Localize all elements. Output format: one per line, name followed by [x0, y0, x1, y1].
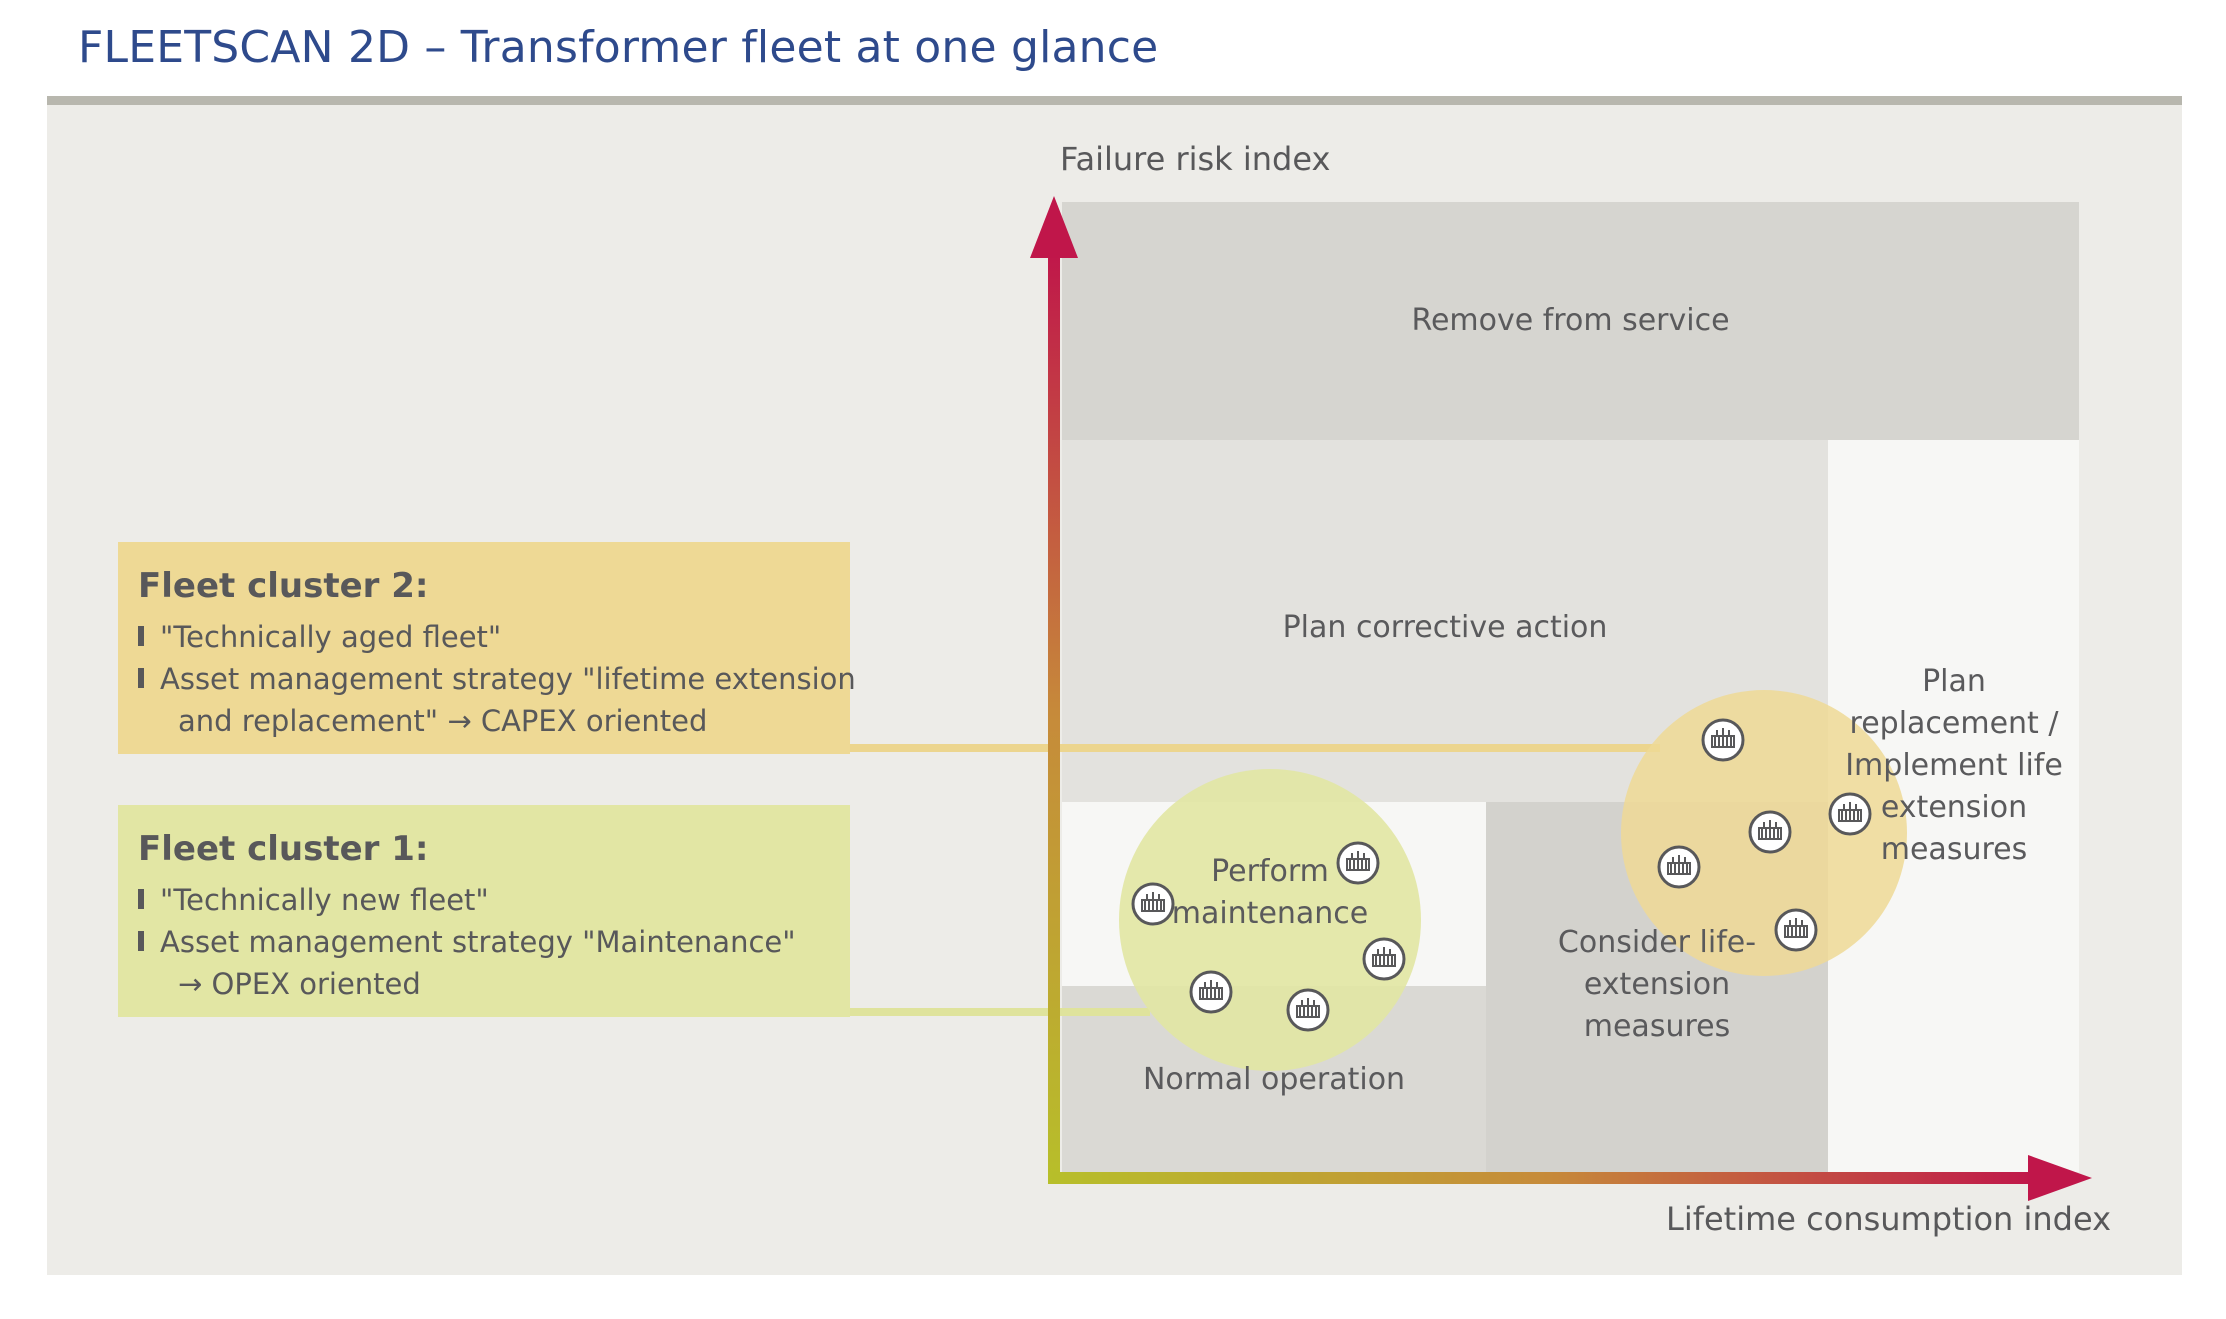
transformer-icon	[1362, 937, 1406, 981]
page-title: FLEETSCAN 2D – Transformer fleet at one …	[78, 22, 1159, 73]
label-life-extension: Consider life-extension measures	[1557, 925, 1757, 1044]
fleet-cluster-2-box: Fleet cluster 2: "Technically aged fleet…	[118, 542, 856, 754]
bullet-marker	[138, 931, 144, 951]
transformer-icon	[1131, 882, 1175, 926]
bullet-marker	[138, 889, 144, 909]
fleet-cluster-2-bullet: Asset management strategy "lifetime exte…	[138, 658, 856, 700]
fleet-cluster-2-title: Fleet cluster 2:	[138, 566, 429, 606]
transformer-icon	[1748, 810, 1792, 854]
bullet-marker	[138, 668, 144, 688]
fleet-cluster-1-bullet: Asset management strategy "Maintenance"	[138, 921, 830, 963]
transformer-icon	[1286, 988, 1330, 1032]
fleet-cluster-1-line-1: "Technically new fleet"	[160, 883, 489, 917]
label-perform-maintenance: Perform maintenance	[1171, 854, 1369, 931]
fleet-cluster-1-title: Fleet cluster 1:	[138, 829, 429, 869]
label-remove-from-service: Remove from service	[1411, 303, 1730, 338]
x-axis-arrow	[2028, 1155, 2092, 1201]
fleet-cluster-1-box: Fleet cluster 1: "Technically new fleet"…	[118, 805, 850, 1017]
x-axis-label: Lifetime consumption index	[1666, 1200, 2112, 1238]
y-axis-label: Failure risk index	[1060, 140, 1331, 178]
x-axis-line	[1048, 1172, 2038, 1184]
fleet-cluster-2-line-2: Asset management strategy "lifetime exte…	[160, 662, 856, 696]
fleet-cluster-2-line-3: and replacement" → CAPEX oriented	[178, 704, 708, 738]
transformer-icon	[1701, 718, 1745, 762]
title-divider	[47, 96, 2182, 105]
fleet-cluster-2-line-1: "Technically aged fleet"	[160, 620, 502, 654]
label-normal-operation: Normal operation	[1142, 1062, 1406, 1097]
y-axis-line	[1048, 250, 1060, 1184]
transformer-icon	[1774, 908, 1818, 952]
fleet-cluster-1-line-3: → OPEX oriented	[178, 967, 421, 1001]
fleet-cluster-1-line-2: Asset management strategy "Maintenance"	[160, 925, 796, 959]
fleet-cluster-2-bullet: "Technically aged fleet"	[138, 616, 830, 658]
transformer-icon	[1657, 845, 1701, 889]
bullet-marker	[138, 626, 144, 646]
transformer-icon	[1336, 841, 1380, 885]
label-plan-corrective-action: Plan corrective action	[1282, 610, 1608, 645]
label-plan-replacement: Plan replacement / Implement life extens…	[1845, 664, 2063, 867]
y-axis-arrow	[1030, 196, 1078, 258]
transformer-icon	[1189, 970, 1233, 1014]
zone-remove-from-service	[1062, 202, 2079, 440]
fleet-cluster-1-bullet: "Technically new fleet"	[138, 879, 830, 921]
transformer-icon	[1828, 792, 1872, 836]
